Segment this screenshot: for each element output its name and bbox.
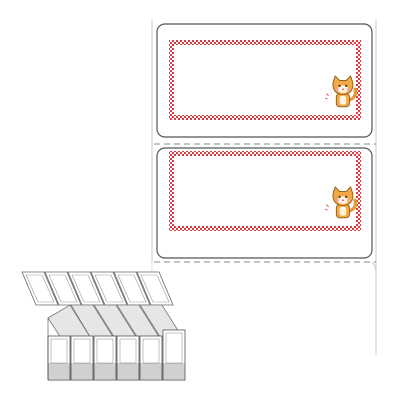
label-2	[156, 147, 373, 259]
label-1	[156, 23, 373, 138]
fanfold-stack-icon	[21, 271, 186, 381]
